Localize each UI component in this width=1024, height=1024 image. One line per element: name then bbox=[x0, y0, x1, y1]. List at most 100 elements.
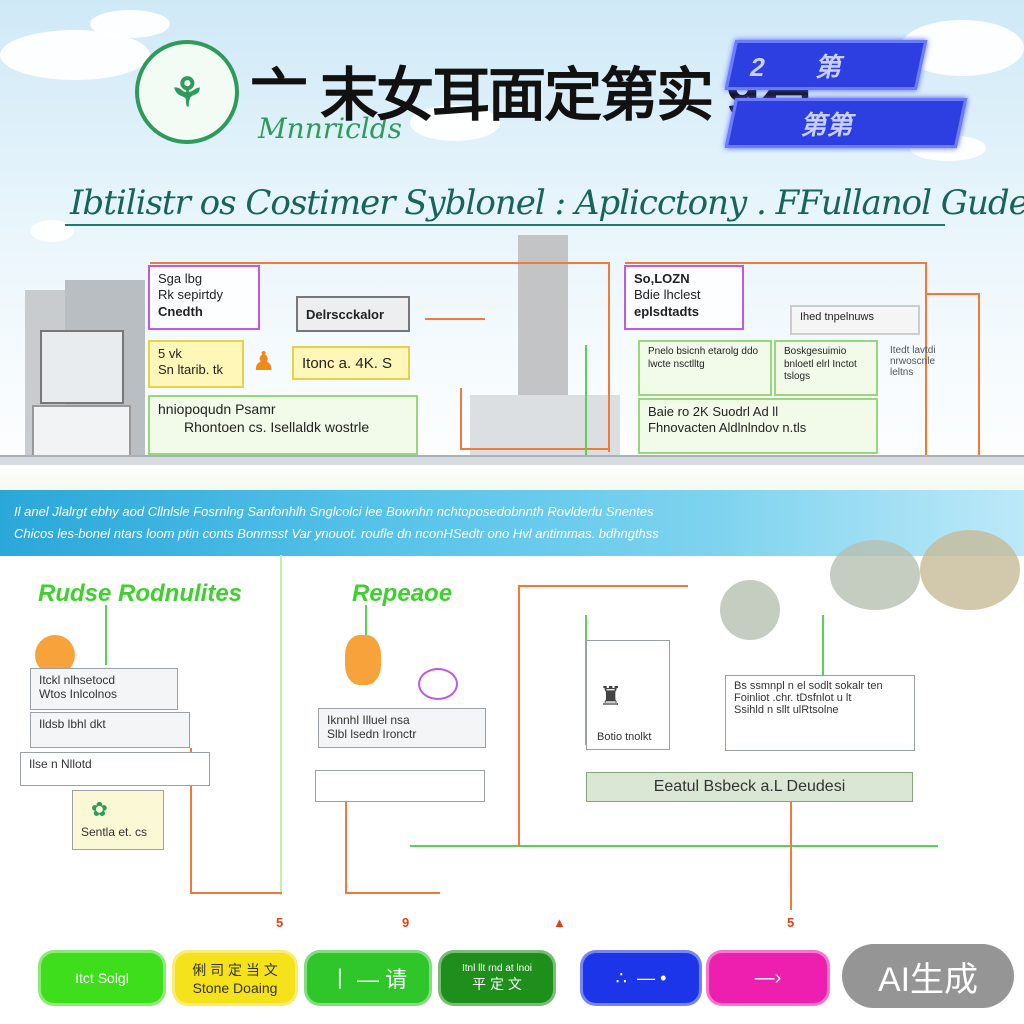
box-text: 5 vk bbox=[158, 346, 182, 361]
photo-caption: Botio tnolkt bbox=[597, 731, 652, 743]
diagram-box: So,LOZN Bdie lhclest eplsdtadts bbox=[624, 265, 744, 330]
connector-line bbox=[585, 345, 587, 455]
box-text: Delrscckalor bbox=[306, 307, 385, 322]
cloud bbox=[30, 220, 74, 242]
pill-step-5: ∴ — • bbox=[580, 950, 702, 1006]
flow-text: Wtos Inlcolnos bbox=[39, 687, 118, 701]
person-icon: ♜ bbox=[599, 681, 623, 711]
flow-box: Itckl nlhsetocd Wtos Inlcolnos bbox=[30, 668, 178, 710]
flow-text: Bs ssmnpl n el sodlt sokalr ten bbox=[734, 680, 883, 692]
connector-line bbox=[345, 802, 347, 894]
box-text: Sn ltarib. tk bbox=[158, 362, 224, 378]
pill-text: 平 定 文 bbox=[472, 975, 522, 992]
tree-illustration bbox=[830, 540, 920, 610]
box-text: eplsdtadts bbox=[634, 303, 700, 319]
connector-line bbox=[460, 388, 462, 448]
tower-base bbox=[470, 395, 620, 455]
pill-text: Stone Doaing bbox=[192, 980, 278, 996]
flow-text: Iknnhl Illuel nsa bbox=[327, 713, 410, 727]
diagram-box: Pnelo bsicnh etarolg ddo lwcte nsctlltg bbox=[638, 340, 772, 396]
pill-step-4: Itnl llt rnd at lnoi 平 定 文 bbox=[438, 950, 556, 1006]
diagram-box: Sga lbg Rk sepirtdy Cnedth bbox=[148, 265, 260, 330]
result-box: Eeatul Bsbeck a.L Deudesi bbox=[586, 772, 913, 802]
flow-text: Ssihld n sllt ulRtsolne bbox=[734, 704, 839, 716]
pill-text: ∴ — • bbox=[615, 967, 667, 988]
pill-marker: ▲ bbox=[553, 915, 566, 930]
connector-line bbox=[518, 585, 688, 587]
pill-step-3: 丨 — 请 bbox=[304, 950, 432, 1006]
connector-line bbox=[978, 293, 980, 458]
connector-line bbox=[568, 845, 938, 847]
section-title-left: Rudse Rodnulites bbox=[38, 580, 243, 607]
flow-box: Ilse n Nllotd bbox=[20, 752, 210, 786]
connector-line bbox=[410, 845, 570, 847]
leaf-icon: ✿ bbox=[91, 799, 108, 821]
cloud bbox=[0, 30, 150, 80]
connector-line bbox=[280, 555, 282, 895]
pill-step-2: 俐 司 定 当 文 Stone Doaing bbox=[172, 950, 298, 1006]
flow-text: Itckl nlhsetocd bbox=[39, 673, 116, 687]
box-text: Rk sepirtdy bbox=[158, 287, 224, 303]
connector-line bbox=[822, 615, 824, 675]
box-text: Baie ro 2K Suodrl Ad ll bbox=[648, 404, 779, 419]
ground-strip bbox=[0, 465, 1024, 490]
diagram-box: Itonc a. 4K. S bbox=[292, 346, 410, 380]
pill-text: —› bbox=[754, 966, 782, 989]
pill-marker: 5 bbox=[787, 915, 795, 930]
box-text: So,LOZN bbox=[634, 271, 690, 286]
flow-box: Ildsb lbhl dkt bbox=[30, 712, 190, 748]
connector-line bbox=[345, 892, 440, 894]
box-text: Cnedth bbox=[158, 303, 203, 319]
pill-step-1: Itct Solgl bbox=[38, 950, 166, 1006]
diagram-label: Ihed tnpelnuws bbox=[790, 305, 920, 335]
header-badge-bottom: 第第 bbox=[724, 98, 968, 148]
building-base bbox=[32, 405, 131, 459]
section-title-middle: Repeaoe bbox=[352, 580, 453, 607]
box-text: hniopoqudn Psamr bbox=[158, 401, 276, 417]
pill-text: Itct Solgl bbox=[75, 970, 129, 986]
connector-line bbox=[105, 605, 107, 665]
ai-generated-badge: AI生成 bbox=[842, 944, 1014, 1008]
title-divider bbox=[65, 224, 945, 226]
diagram-box: Boskgesuimio bnloetl elrl Inctot tslogs bbox=[774, 340, 878, 396]
person-icon: ♟ bbox=[252, 346, 276, 376]
photo-frame: ♜ Botio tnolkt bbox=[586, 640, 670, 750]
box-text: Fhnovacten Aldlnlndov n.tls bbox=[648, 420, 807, 436]
pill-text: 俐 司 定 当 文 bbox=[192, 962, 278, 978]
connector-line bbox=[150, 262, 610, 264]
connector-line bbox=[608, 262, 610, 452]
side-note: Itedt lavtdi nrwoscnle leltns bbox=[890, 345, 936, 378]
diagram-box: Delrscckalor bbox=[296, 296, 410, 332]
box-text: Bdie lhclest bbox=[634, 287, 701, 303]
pill-text: 丨 — 请 bbox=[328, 967, 408, 992]
box-text: Itonc a. 4K. S bbox=[302, 355, 393, 372]
building-kiosk bbox=[40, 330, 124, 404]
flow-text: Slbl lsedn Ironctr bbox=[327, 727, 417, 741]
connector-line bbox=[925, 293, 980, 295]
logo-seal: ⚘ bbox=[135, 40, 239, 144]
pill-text: Itnl llt rnd at lnoi bbox=[461, 962, 533, 974]
pill-step-6: —› bbox=[706, 950, 830, 1006]
flow-text: Foinliot .chr. tDsfnlot u lt bbox=[734, 692, 852, 704]
connector-line bbox=[518, 585, 520, 847]
pill-marker: 5 bbox=[276, 915, 284, 930]
flow-box: Iknnhl Illuel nsa Slbl lsedn Ironctr bbox=[318, 708, 486, 748]
banner-line: Chicos les-bonel ntars loom ptin conts B… bbox=[14, 526, 659, 541]
diagram-box: hniopoqudn Psamr Rhontoen cs. Isellaldk … bbox=[148, 395, 418, 455]
logo-subtitle: Mnnriclds bbox=[258, 112, 403, 145]
banner-line: Il anel Jlalrgt ebhy aod Cllnlsle Fosrnl… bbox=[14, 504, 654, 519]
diagram-box: 5 vk Sn ltarib. tk bbox=[148, 340, 244, 388]
pill-marker: 9 bbox=[402, 915, 410, 930]
box-text: Rhontoen cs. Isellaldk wostrle bbox=[184, 418, 370, 435]
flow-box: ✿ Sentla et. cs bbox=[72, 790, 164, 850]
flow-box: Bs ssmnpl n el sodlt sokalr ten Foinliot… bbox=[725, 675, 915, 751]
connector-line bbox=[925, 262, 927, 457]
rail-track bbox=[0, 455, 1024, 467]
header-badge-top: 2 第 bbox=[724, 40, 928, 90]
tree-illustration bbox=[720, 580, 780, 640]
cloud bbox=[410, 105, 500, 141]
connector-line bbox=[190, 748, 192, 893]
box-text: Sga lbg bbox=[158, 271, 203, 286]
palm-icon bbox=[345, 635, 381, 685]
flow-box bbox=[315, 770, 485, 802]
